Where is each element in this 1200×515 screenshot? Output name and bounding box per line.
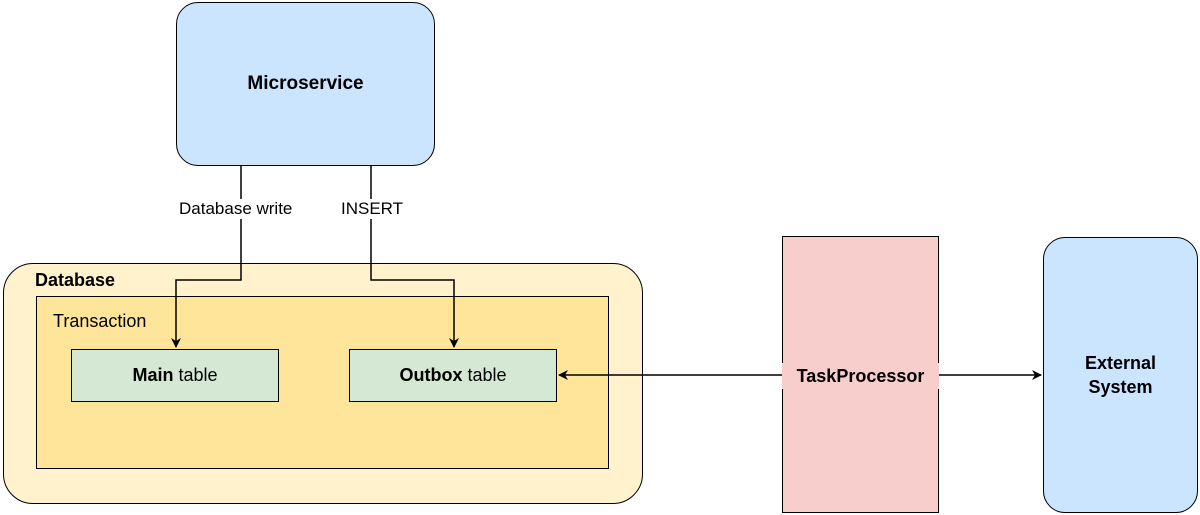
- outbox-table-label: Outbox table: [399, 365, 506, 386]
- database-label: Database: [35, 270, 116, 290]
- main-table-label-rest: table: [173, 365, 218, 385]
- external-system-node: External System: [1043, 237, 1198, 513]
- external-system-label: External System: [1085, 351, 1156, 399]
- microservice-node: Microservice: [176, 2, 435, 166]
- outbox-table-node: Outbox table: [349, 349, 557, 402]
- edge-insert: [370, 166, 459, 348]
- external-system-label-line1: External: [1084, 353, 1157, 373]
- edge-label-insert: INSERT: [339, 199, 406, 219]
- microservice-label: Microservice: [247, 73, 364, 94]
- outbox-table-label-rest: table: [462, 365, 507, 385]
- taskprocessor-label: TaskProcessor: [782, 363, 939, 389]
- edge-label-database-write: Database write: [177, 199, 295, 219]
- edge-database-write: [171, 166, 242, 348]
- main-table-label-bold: Main: [132, 365, 174, 385]
- outbox-table-label-bold: Outbox: [399, 365, 463, 385]
- transaction-label: Transaction: [53, 311, 147, 331]
- main-table-node: Main table: [71, 349, 279, 402]
- external-system-label-line2: System: [1088, 377, 1153, 397]
- main-table-label: Main table: [132, 365, 217, 386]
